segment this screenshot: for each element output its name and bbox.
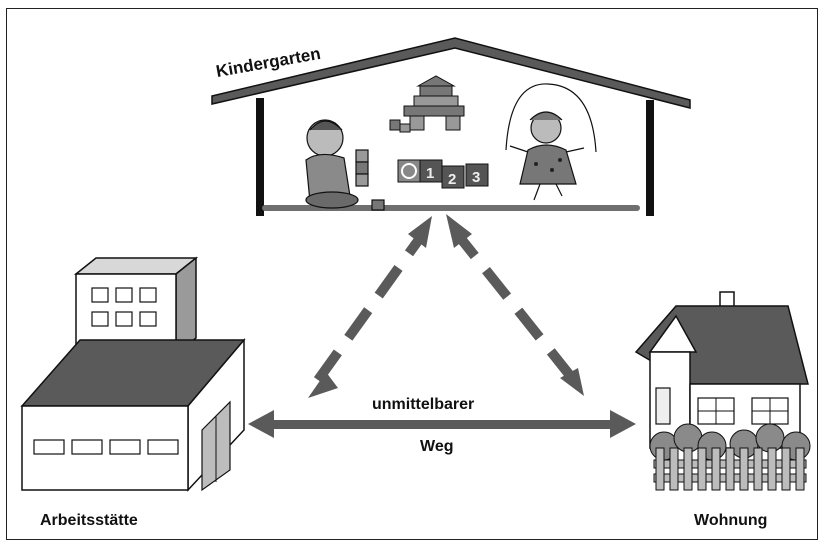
arrowhead-kindergarten-left	[408, 216, 432, 248]
block-2-label: 2	[448, 171, 456, 188]
dashed-arrow-workplace-to-kindergarten	[308, 216, 432, 398]
fence	[653, 447, 807, 491]
direct-route-label-line2: Weg	[420, 438, 454, 455]
arrowhead-home-top	[560, 368, 584, 396]
kindergarten-floor	[262, 205, 640, 211]
kindergarten-building	[211, 37, 691, 216]
toy-castle-icon	[389, 75, 465, 133]
direct-route-arrow	[248, 410, 636, 438]
kindergarten-wall-left	[256, 98, 264, 216]
kindergarten-roof	[211, 37, 691, 109]
direct-route-label-line1: unmittelbarer	[372, 396, 475, 413]
workplace-building-icon	[20, 256, 246, 492]
arrowhead-direct-right	[610, 410, 636, 438]
arrowhead-workplace-top	[308, 372, 338, 398]
block-3-label: 3	[472, 169, 480, 186]
arrowhead-direct-left	[248, 410, 274, 438]
numbered-blocks-icon: 1 2 3	[397, 159, 489, 189]
child-with-blocks-icon	[305, 119, 385, 211]
kindergarten-wall-right	[646, 100, 654, 216]
girl-skipping-rope-icon	[505, 83, 597, 201]
home-building-icon	[634, 291, 811, 491]
block-1-label: 1	[426, 165, 434, 182]
dashed-arrow-home-to-kindergarten	[446, 214, 584, 396]
arrowhead-kindergarten-right	[446, 214, 472, 248]
home-label: Wohnung	[694, 512, 768, 529]
workplace-label: Arbeitsstätte	[40, 512, 138, 529]
